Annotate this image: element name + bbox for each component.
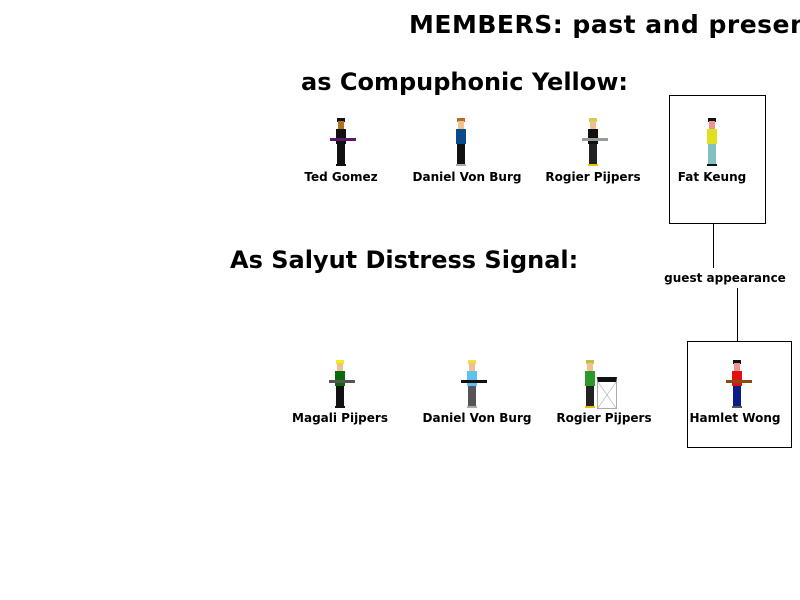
figure-legs (708, 144, 716, 164)
figure-shoes (585, 406, 595, 408)
connector-line (713, 223, 714, 268)
instrument-icon (726, 380, 752, 383)
figure-head (338, 121, 344, 129)
member-name: Hamlet Wong (689, 411, 781, 425)
member-figure (326, 118, 356, 168)
member-name: Magali Pijpers (292, 411, 388, 425)
instrument-icon (330, 138, 356, 141)
figure-legs (337, 144, 345, 164)
figure-head (337, 363, 343, 371)
member-name: Daniel Von Burg (422, 411, 532, 425)
member-name: Rogier Pijpers (545, 170, 641, 184)
figure-hair (468, 360, 476, 364)
figure-torso (335, 371, 345, 386)
guest-appearance-label: guest appearance (664, 271, 786, 285)
member-name: Fat Keung (677, 170, 747, 184)
figure-torso (585, 371, 595, 386)
figure-head (469, 363, 475, 371)
keyboard-stand-icon (597, 377, 617, 409)
figure-legs (589, 144, 597, 164)
figure-legs (457, 144, 465, 164)
page-title: MEMBERS: past and present (409, 10, 800, 39)
figure-torso (707, 129, 717, 144)
member-name: Rogier Pijpers (556, 411, 652, 425)
member-name: Daniel Von Burg (412, 170, 522, 184)
section-title-salyut-distress-signal: As Salyut Distress Signal: (230, 246, 579, 274)
member-figure (722, 360, 752, 410)
figure-head (709, 121, 715, 129)
figure-legs (733, 386, 741, 406)
figure-torso (732, 371, 742, 386)
member-figure (457, 360, 487, 410)
figure-torso (456, 129, 466, 144)
guest-member-box-hamlet-wong (687, 341, 792, 448)
figure-head (458, 121, 464, 129)
guest-member-box-fat-keung (669, 95, 766, 224)
member-figure (578, 118, 608, 168)
figure-shoes (732, 406, 742, 408)
figure-shoes (588, 164, 598, 166)
figure-legs (468, 386, 476, 406)
figure-hair (708, 118, 716, 122)
figure-hair (733, 360, 741, 364)
figure-head (590, 121, 596, 129)
member-figure (325, 360, 355, 410)
member-figure (697, 118, 727, 168)
figure-hair (337, 118, 345, 122)
figure-hair (586, 360, 594, 364)
figure-hair (589, 118, 597, 122)
instrument-icon (461, 380, 487, 383)
member-name: Ted Gomez (304, 170, 378, 184)
figure-head (734, 363, 740, 371)
instrument-icon (582, 138, 608, 141)
figure-shoes (467, 406, 477, 408)
member-figure (446, 118, 476, 168)
figure-shoes (707, 164, 717, 166)
figure-head (587, 363, 593, 371)
figure-torso (588, 129, 598, 144)
instrument-icon (329, 380, 355, 383)
figure-hair (336, 360, 344, 364)
figure-shoes (456, 164, 466, 166)
figure-legs (586, 386, 594, 406)
figure-shoes (336, 164, 346, 166)
figure-hair (457, 118, 465, 122)
connector-line (737, 288, 738, 341)
figure-shoes (335, 406, 345, 408)
figure-torso (336, 129, 346, 144)
figure-torso (467, 371, 477, 386)
member-figure (575, 360, 605, 410)
figure-legs (336, 386, 344, 406)
section-title-compuphonic-yellow: as Compuphonic Yellow: (301, 68, 629, 96)
